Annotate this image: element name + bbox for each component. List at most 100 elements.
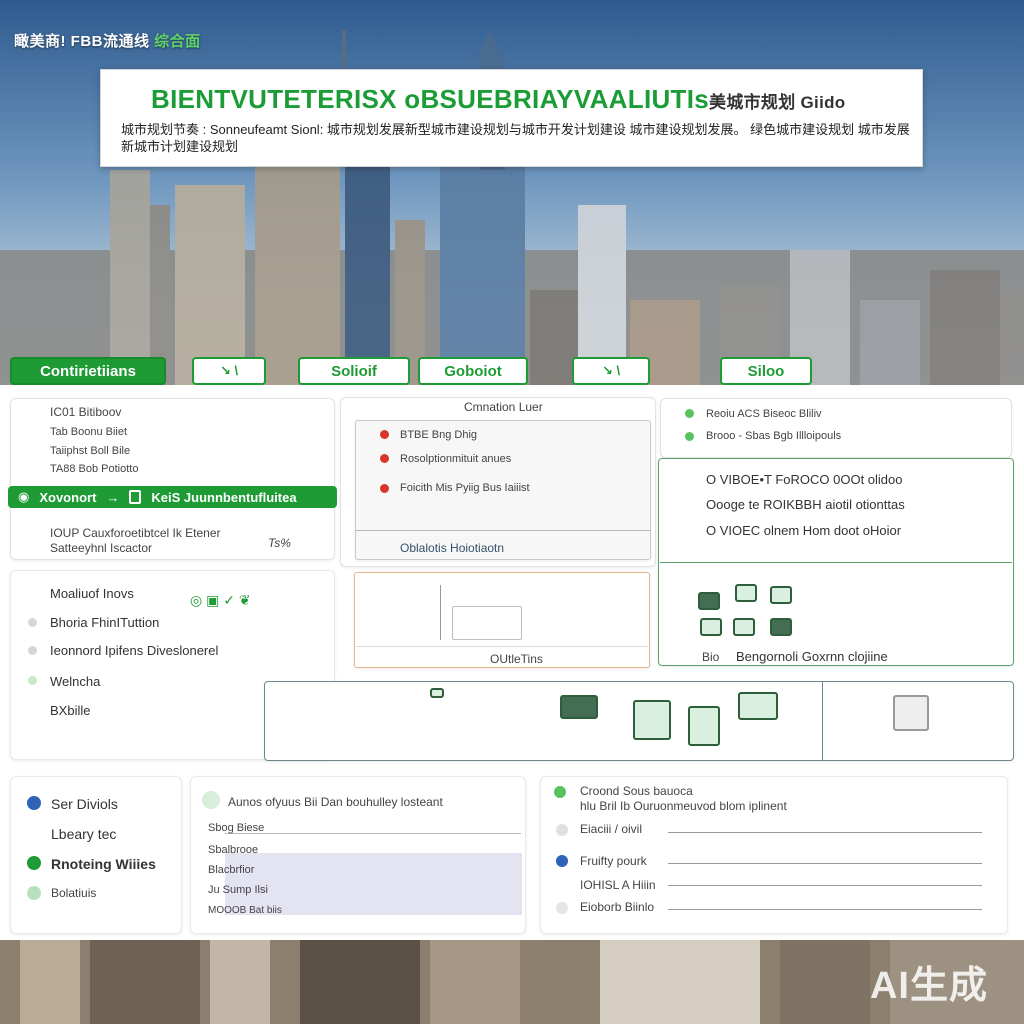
red-dot-icon — [380, 430, 389, 439]
card-footer-link[interactable]: Oblalotis Hoiotiaotn — [400, 541, 505, 555]
green-dot-icon — [554, 786, 566, 798]
card-header: Aunos ofyuus Bii Dan bouhulley losteant — [228, 795, 443, 809]
leaf-icon — [27, 886, 41, 900]
park-icon — [733, 618, 755, 636]
bullet-icon — [28, 618, 37, 627]
info-line: O VIBOE•T FoROCO 0OOt olidoo — [706, 472, 903, 487]
divider — [822, 682, 823, 760]
divider — [225, 833, 521, 834]
top-nav: Contirietiians ↘ \ Solioif Goboiot ↘ \ S… — [0, 357, 1024, 385]
list-item[interactable]: Welncha — [50, 674, 101, 689]
form-label: Eioborb Biinlo — [580, 900, 655, 914]
house-icon — [735, 584, 757, 602]
list-item[interactable]: Brooo - Sbas Bgb Illloipouls — [706, 430, 842, 442]
bullet-icon — [28, 676, 37, 685]
bullet-icon — [556, 902, 568, 914]
building-icon — [698, 592, 720, 610]
green-dot-icon — [685, 432, 694, 441]
red-dot-icon — [380, 484, 389, 493]
text-field-line[interactable] — [668, 832, 982, 833]
nav-tab-siloo[interactable]: Siloo — [720, 357, 812, 385]
list-item[interactable]: Blacbrfior — [208, 864, 255, 876]
list-item: IC01 Bitiboov — [50, 405, 122, 419]
form-label: Fruifty pourk — [580, 854, 647, 868]
form-label: IOHISL A Hiiin — [580, 878, 656, 892]
car-icon — [700, 618, 722, 636]
bullet-icon — [28, 646, 37, 655]
nav-tab-solioif[interactable]: Solioif — [298, 357, 410, 385]
red-dot-icon — [380, 454, 389, 463]
city-skyline — [0, 30, 1024, 385]
box-icon — [893, 695, 929, 731]
left-top-card — [10, 398, 335, 560]
eco-icon — [202, 791, 220, 809]
green-icons: ◎ ▣ ✓ ❦ — [190, 592, 251, 608]
nav-tab-arrow-1[interactable]: ↘ \ — [192, 357, 266, 385]
pointer-line — [440, 585, 441, 640]
highlight-block — [225, 853, 522, 915]
list-item[interactable]: Foicith Mis Pyiig Bus Iaiiist — [400, 482, 530, 494]
sidebar-item[interactable]: Ser Diviols — [51, 796, 118, 812]
list-item[interactable]: Ju Sump Ilsi — [208, 884, 268, 896]
document-icon — [452, 606, 522, 640]
card-header: Croond Sous bauoca — [580, 784, 693, 798]
small-device-icon — [430, 688, 444, 698]
text-field-line[interactable] — [668, 885, 982, 886]
eye-icon: ◉ — [18, 489, 30, 504]
bullet-icon — [556, 824, 568, 836]
list-item: Taiiphst Boll Bile — [50, 445, 131, 457]
top-tagline: 瞰美商! FBB流通线 综合面 — [14, 33, 201, 50]
ai-watermark: AI生成 — [869, 965, 988, 1007]
check-circle-icon — [27, 856, 41, 870]
form-label: Eiaciii / oivil — [580, 822, 643, 836]
station-icon — [738, 692, 778, 720]
square-icon — [129, 490, 142, 504]
note-line: IOUP Cauxforoetibtcel Ik Etener — [50, 526, 221, 540]
title-banner: BIENTVUTETERISX oBSUEBRIAYVAALIUTIs美城市规划… — [100, 69, 923, 167]
globe-icon — [27, 796, 41, 810]
list-item[interactable]: MOOOB Bat biis — [208, 905, 282, 916]
center-top-inner — [355, 420, 651, 560]
right-top-card — [660, 398, 1012, 458]
list-item[interactable]: BXbille — [50, 703, 91, 718]
card-footer: OUtleTins — [490, 652, 543, 666]
note-line: Satteeyhnl Iscactor — [50, 541, 153, 555]
nav-tab-goboiot[interactable]: Goboiot — [418, 357, 528, 385]
text-field-line[interactable] — [668, 909, 982, 910]
list-item[interactable]: BTBE Bng Dhig — [400, 429, 478, 441]
list-item: Tab Boonu Biiet — [50, 426, 128, 438]
list-item[interactable]: Reoiu ACS Biseoc Bliliv — [706, 408, 822, 420]
green-dot-icon — [685, 409, 694, 418]
text-field-line[interactable] — [668, 863, 982, 864]
bottom-right-card — [540, 776, 1008, 934]
transit-icon — [770, 618, 792, 636]
card-header: Moaliuof Inovs — [50, 586, 134, 601]
list-item[interactable]: Sbog Biese — [208, 822, 265, 834]
card-subheader: hlu Bril Ib Ouruonmeuvod blom iplinent — [580, 799, 787, 813]
signature: Ts% — [268, 536, 291, 550]
page-subtitle: 城市规划节奏 : Sonneufeamt Sionl: 城市规划发展新型城市建设… — [121, 122, 910, 154]
footer-prefix: Bio — [702, 650, 720, 664]
nav-tab-contirietiians[interactable]: Contirietiians — [10, 357, 166, 385]
terminal-icon — [688, 706, 720, 746]
sidebar-item[interactable]: Bolatiuis — [51, 886, 97, 900]
list-item[interactable]: Sbalbrooe — [208, 844, 259, 856]
divider — [356, 646, 648, 647]
factory-icon — [770, 586, 792, 604]
blue-dot-icon — [556, 855, 568, 867]
info-line: O VIOEC olnem Hom doot oHoior — [706, 523, 902, 538]
arrow-right-icon: → — [106, 489, 120, 505]
divider — [660, 562, 1012, 563]
info-line: Oooge te ROIKBBH aiotil otionttas — [706, 497, 905, 512]
green-toolbar[interactable]: ◉ Xovonort → KeiS Juunnbentufluitea — [8, 486, 337, 508]
sidebar-item[interactable]: Rnoteing Wiiies — [51, 856, 156, 872]
city-buildings-bottom — [0, 940, 1024, 1024]
list-item[interactable]: Bhoria FhinITuttion — [50, 615, 160, 630]
card-footer: Bengornoli Goxrnn clojiine — [736, 649, 888, 664]
list-item[interactable]: Rosolptionmituit anues — [400, 453, 512, 465]
list-item[interactable]: Ieonnord Ipifens Diveslonerel — [50, 643, 219, 658]
machine-icon — [560, 695, 598, 719]
card-header: Cmnation Luer — [464, 400, 543, 414]
sidebar-item[interactable]: Lbeary tec — [51, 826, 117, 842]
nav-tab-arrow-2[interactable]: ↘ \ — [572, 357, 650, 385]
